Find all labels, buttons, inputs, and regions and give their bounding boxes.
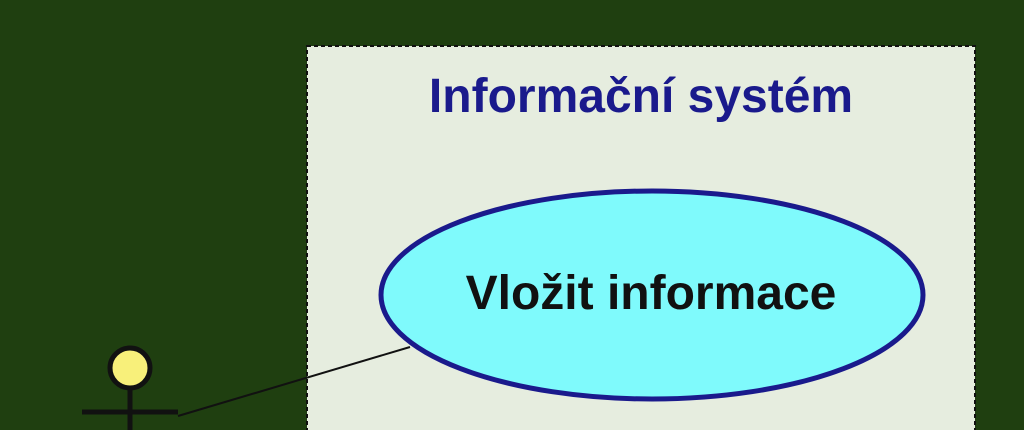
system-title: Informační systém: [429, 70, 853, 123]
association-line: [177, 346, 411, 417]
actor-figure[interactable]: [82, 345, 178, 430]
actor-head: [107, 345, 153, 391]
use-case-label: Vložit informace: [466, 267, 837, 320]
use-case-ellipse[interactable]: [378, 188, 926, 402]
